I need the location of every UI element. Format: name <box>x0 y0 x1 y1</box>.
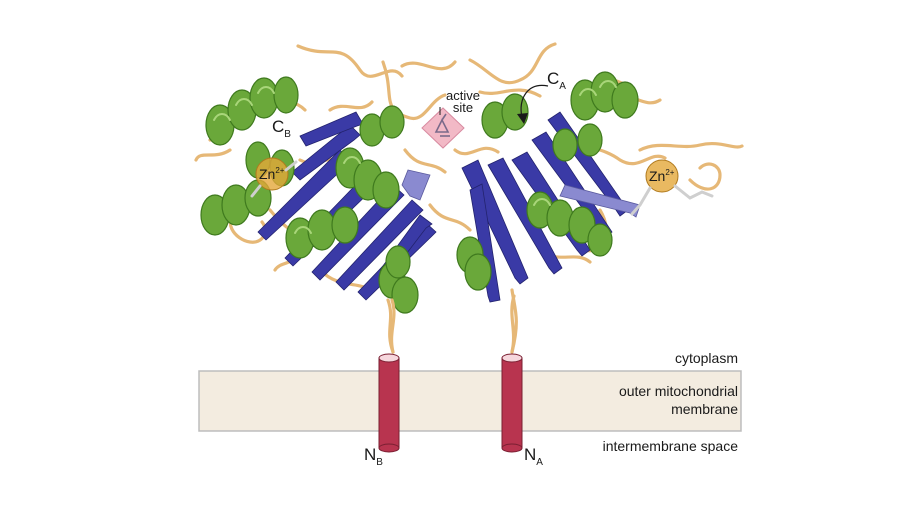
zinc-ion-right <box>645 159 679 193</box>
c-terminus-b-label: CB <box>272 117 291 140</box>
c-terminus-b-sub: B <box>284 129 291 140</box>
intermembrane-space-label: intermembrane space <box>603 438 739 454</box>
zinc-right-charge: 2+ <box>665 168 674 177</box>
c-terminus-a-sub: A <box>559 81 566 92</box>
zinc-ligands-right <box>630 184 714 216</box>
tm-helix-a <box>501 357 523 449</box>
n-terminus-b-sub: B <box>376 457 383 468</box>
zinc-ligands-left <box>250 160 298 198</box>
n-terminus-a-sub: A <box>536 457 543 468</box>
tm-linkers <box>389 294 516 354</box>
zinc-ion-left <box>255 157 289 191</box>
c-terminus-b-main: C <box>272 117 284 136</box>
c-terminus-a-label: CA <box>547 69 566 92</box>
cytoplasm-label: cytoplasm <box>675 350 738 366</box>
tm-helix-b <box>378 357 400 449</box>
tm-helix-a-top <box>501 353 523 363</box>
helix-highlights <box>213 80 617 234</box>
membrane-label-line1: outer mitochondrial <box>619 383 738 399</box>
zinc-left-symbol: Zn <box>259 166 275 182</box>
tm-helix-a-bottom <box>501 443 523 453</box>
c-terminus-a-arrowhead <box>517 113 528 124</box>
membrane-label-line2: membrane <box>671 401 738 417</box>
zinc-left-label: Zn2+ <box>259 166 285 182</box>
tm-helix-b-bottom <box>378 443 400 453</box>
active-site-ligand <box>434 113 450 137</box>
active-site-label-line2: site <box>453 100 473 115</box>
outer-membrane-band <box>198 370 742 432</box>
n-terminus-a-main: N <box>524 445 536 464</box>
n-terminus-b-label: NB <box>364 445 383 468</box>
active-site-marker <box>421 107 465 149</box>
beta-sheets-left <box>257 111 437 301</box>
zinc-right-label: Zn2+ <box>649 168 675 184</box>
alpha-helices <box>200 71 639 314</box>
n-terminus-b-main: N <box>364 445 376 464</box>
zinc-right-symbol: Zn <box>649 168 665 184</box>
active-site-label-line1: active <box>446 88 480 103</box>
c-terminus-a-arrow <box>520 84 549 119</box>
tm-helix-b-top <box>378 353 400 363</box>
zinc-left-charge: 2+ <box>275 166 284 175</box>
n-terminus-a-label: NA <box>524 445 543 468</box>
c-terminus-a-main: C <box>547 69 559 88</box>
